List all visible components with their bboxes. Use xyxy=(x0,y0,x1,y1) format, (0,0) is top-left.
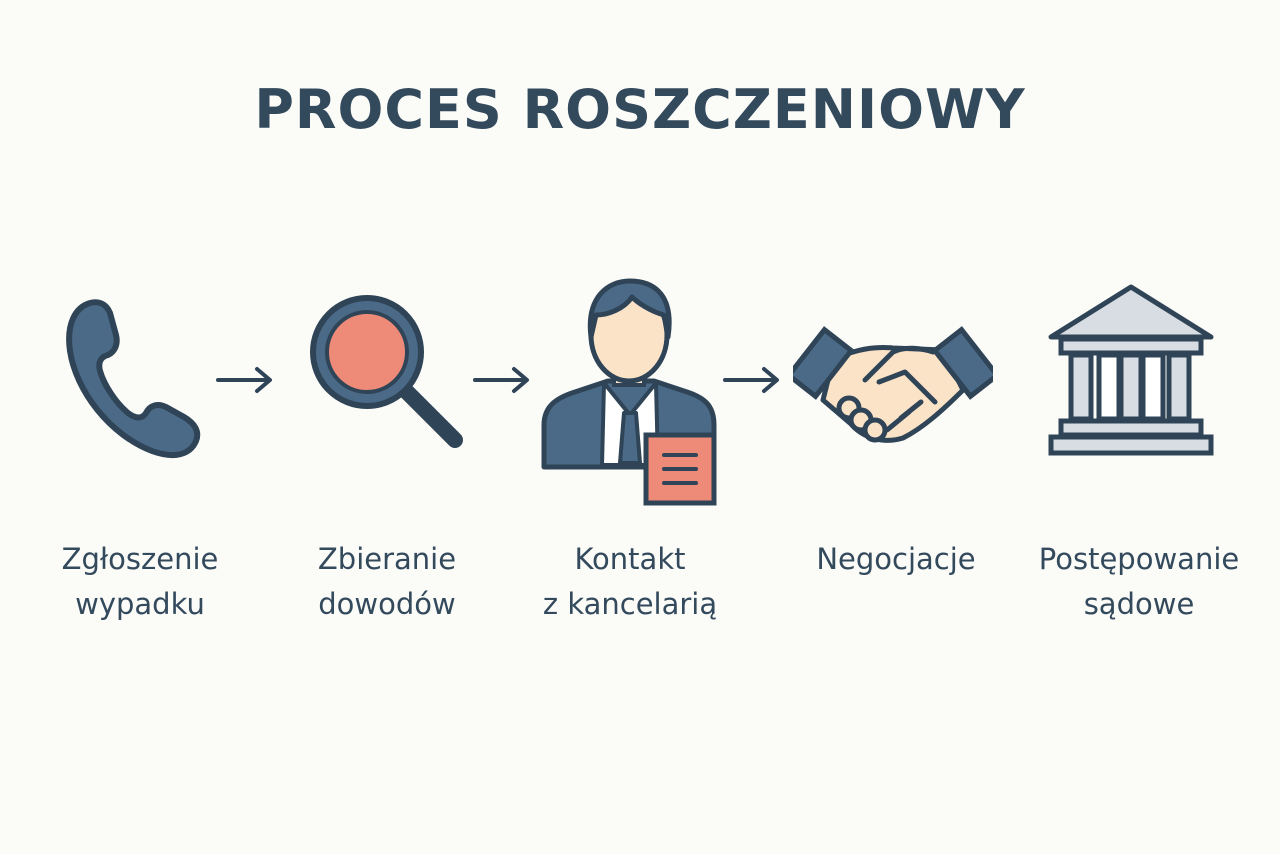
arrow-right-icon xyxy=(723,367,779,393)
magnifier-icon xyxy=(310,295,463,448)
step-label-negocjacje: Negocjacje xyxy=(816,542,976,576)
courthouse-icon xyxy=(1048,284,1214,456)
lawyer-icon xyxy=(541,278,717,506)
phone-icon xyxy=(66,299,201,459)
page-title: PROCES ROSZCZENIOWY xyxy=(254,78,1026,141)
handshake-icon xyxy=(793,326,993,443)
arrow-right-icon xyxy=(473,367,529,393)
arrow-right-icon xyxy=(216,367,272,393)
